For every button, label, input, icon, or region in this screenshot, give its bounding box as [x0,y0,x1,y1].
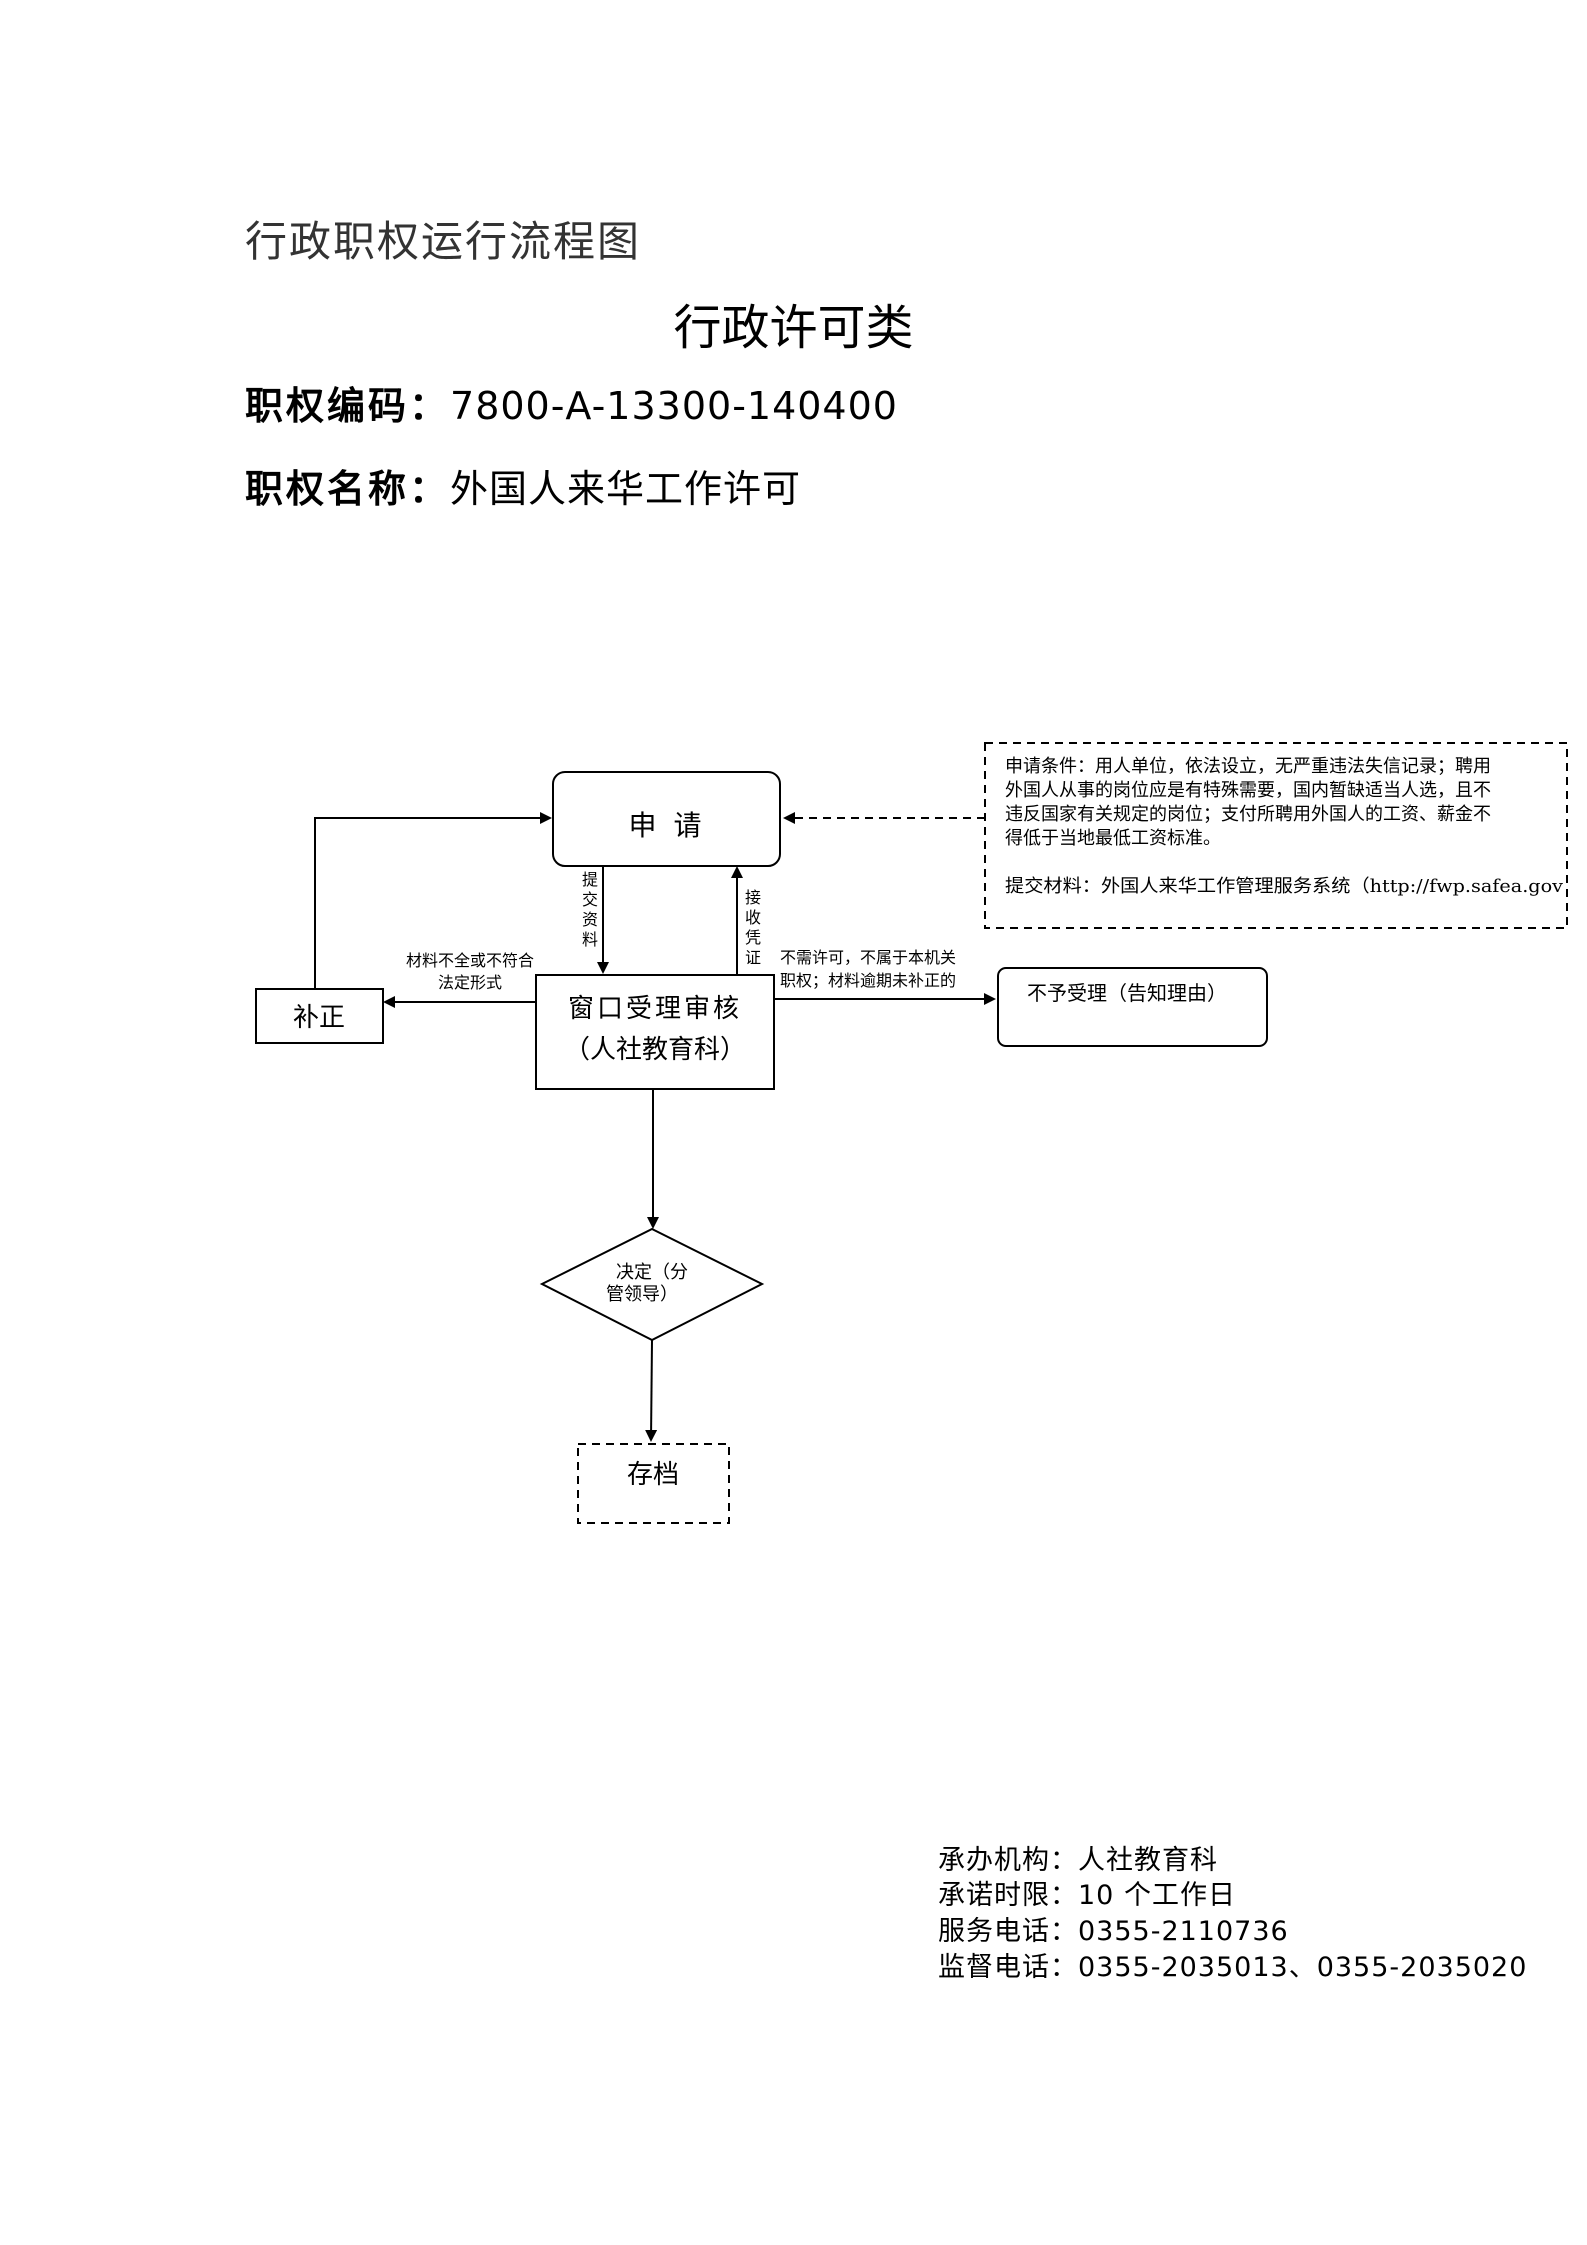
conditions-note-line: 得低于当地最低工资标准。 [1005,828,1221,849]
conditions-note-line: 外国人从事的岗位应是有特殊需要，国内暂缺适当人选，且不 [1005,780,1491,801]
archive-node [577,1443,730,1524]
authority-code-label: 职权编码： [245,384,451,428]
submit-edge-label: 资 [582,910,598,929]
submit-edge-label: 交 [582,890,598,909]
authority-name-label: 职权名称： [245,467,451,511]
document-type: 行政职权运行流程图 [245,217,642,266]
decision-node-label: 决定（分 [616,1262,688,1283]
review-node-label: 窗口受理审核 [568,994,742,1024]
reject-node [997,967,1268,1047]
archive-node-label: 存档 [627,1460,679,1490]
footer-deadline: 承诺时限：10 个工作日 [938,1880,1236,1911]
review-node-sublabel: （人社教育科） [564,1035,746,1065]
receipt-edge-label: 接 [745,888,761,907]
footer-service-phone: 服务电话：0355-2110736 [938,1916,1289,1947]
decision-node-sublabel: 管领导） [606,1284,678,1305]
conditions-note-box [984,742,1568,929]
decision-to-archive-arrow [645,1339,658,1442]
authority-name-value: 外国人来华工作许可 [450,467,802,511]
reject-edge-label: 不需许可，不属于本机关 [780,948,956,967]
category-title: 行政许可类 [673,300,914,356]
footer-agency: 承办机构：人社教育科 [938,1845,1218,1876]
correct-node-label: 补正 [293,1003,345,1033]
submit-edge-label: 料 [582,930,598,949]
conditions-note-line: 违反国家有关规定的岗位；支付所聘用外国人的工资、薪金不 [1005,804,1491,825]
receipt-edge-label: 凭 [745,928,761,947]
submit-edge-label: 提 [582,870,598,889]
footer-supervision-phone: 监督电话：0355-2035013、0355-2035020 [938,1952,1528,1983]
reject-edge-label: 职权；材料逾期未补正的 [780,971,956,990]
materials-note: 提交材料：外国人来华工作管理服务系统（http://fwp.safea.gov [1005,876,1564,897]
receipt-edge-label: 证 [745,948,761,967]
incomplete-edge-label: 材料不全或不符合 [406,951,534,970]
incomplete-edge-label: 法定形式 [438,973,502,992]
authority-code-value: 7800-A-13300-140400 [450,384,898,428]
apply-node-label: 申 请 [629,809,706,842]
receipt-edge-label: 收 [745,908,761,927]
authority-code: 职权编码：7800-A-13300-140400 [245,375,898,430]
resubmit-arrow [314,812,552,989]
review-node [535,974,775,1090]
correct-node [255,988,384,1044]
conditions-note-line: 申请条件：用人单位，依法设立，无严重违法失信记录；聘用 [1005,756,1491,777]
apply-node [552,771,781,867]
authority-name: 职权名称：外国人来华工作许可 [245,458,801,513]
reject-node-label: 不予受理（告知理由） [1027,981,1227,1005]
